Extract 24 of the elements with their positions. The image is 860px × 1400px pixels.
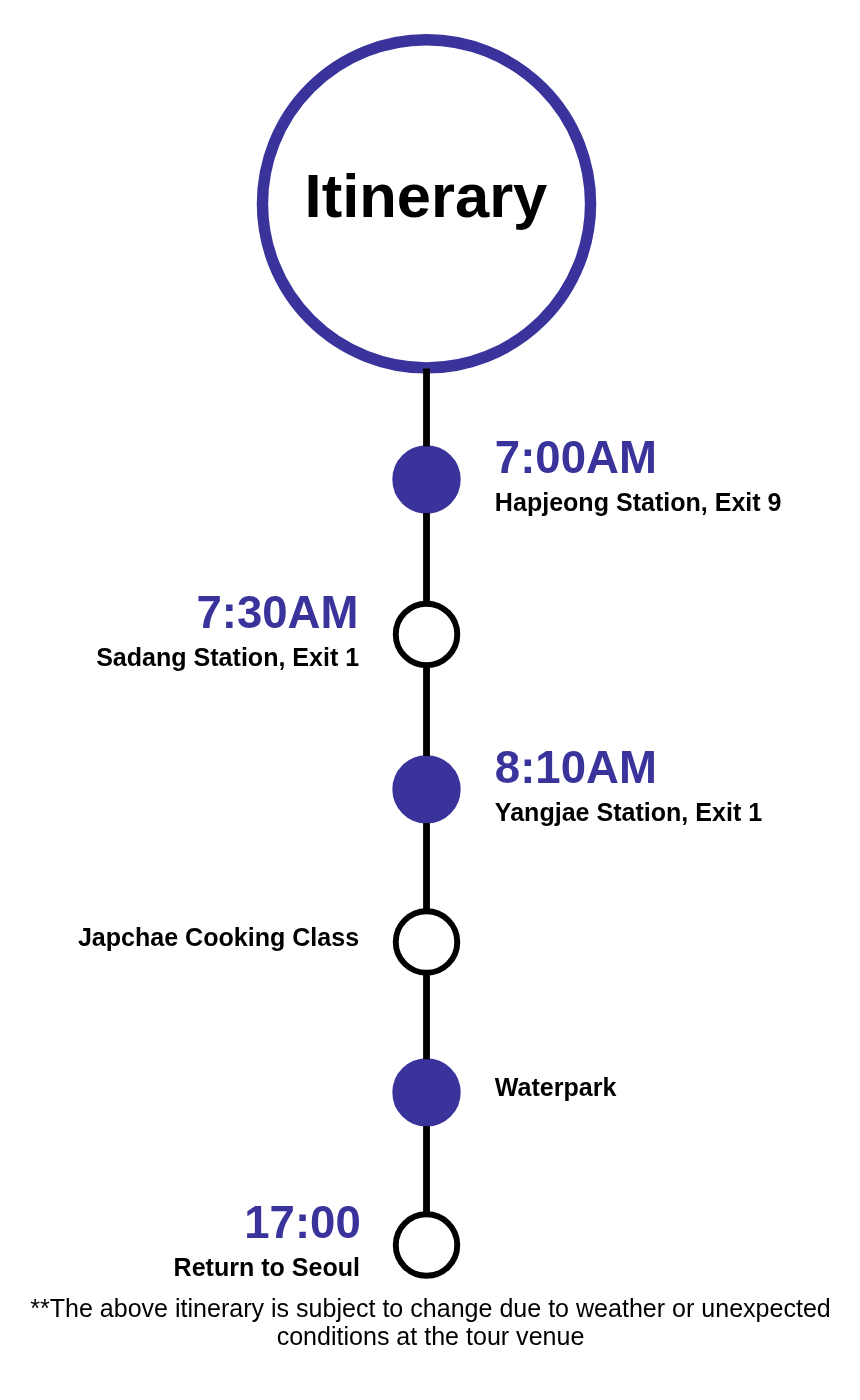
connector: [422, 1125, 430, 1213]
connector: [422, 972, 430, 1059]
node-circle: [391, 444, 461, 514]
connector: [422, 665, 430, 756]
node-label: Hapjeong Station, Exit 9: [494, 487, 782, 516]
node-label: 7:00AM: [494, 431, 657, 483]
node-circle: [392, 1210, 460, 1279]
node-label: 8:10AM: [494, 741, 657, 793]
node-label: Return to Seoul: [173, 1252, 360, 1281]
node-circle: [392, 907, 460, 976]
node-label: Sadang Station, Exit 1: [95, 642, 359, 671]
node-label: Yangjae Station, Exit 1: [494, 797, 762, 826]
node-label: Japchae Cooking Class: [77, 922, 359, 951]
connector: [422, 368, 430, 446]
node-circle: [391, 1057, 461, 1127]
node-label: Waterpark: [494, 1072, 616, 1101]
caption: **The above itinerary is subject to change due to weather or unexpected conditions at the tour venue: [29, 1293, 831, 1350]
connector: [422, 822, 430, 910]
node-circle: Itinerary: [256, 33, 596, 374]
node-circle: [392, 600, 460, 668]
node-label: 17:00: [243, 1196, 361, 1248]
connector: [422, 512, 430, 603]
node-label: 7:30AM: [195, 586, 358, 638]
node-circle: [391, 754, 461, 824]
